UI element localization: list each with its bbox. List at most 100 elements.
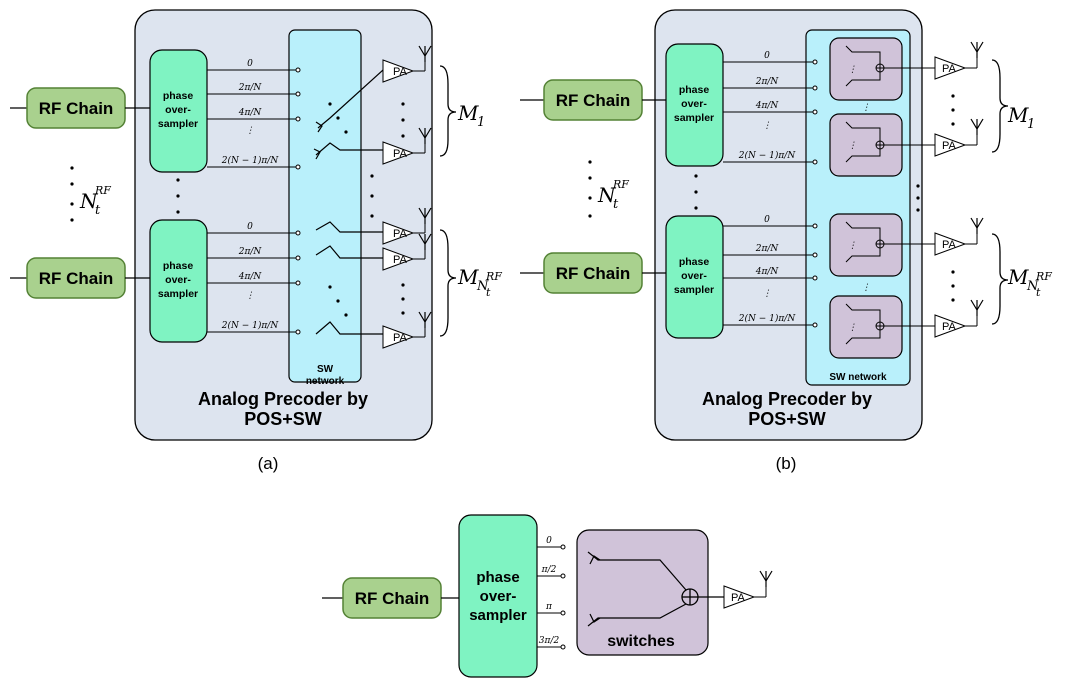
title-line-1: Analog Precoder by	[198, 389, 368, 409]
caption-a: (a)	[258, 454, 279, 473]
pa-label: PA	[393, 254, 408, 266]
pa-label: PA	[942, 140, 957, 152]
pos-label-2: over-	[165, 104, 191, 116]
nt-sub: t	[95, 203, 101, 218]
pa-label: PA	[393, 148, 408, 160]
sw-network-box-a	[288, 29, 362, 383]
sw-network-label-a-1: SW	[317, 364, 334, 375]
phase-last: 2(N − 1)π/N	[738, 150, 797, 161]
phase-4pi-n: 4π/N	[755, 101, 780, 111]
pa-label: PA	[942, 63, 957, 75]
phase-lines-bottom: 0 π/2 π 3π/2	[537, 536, 566, 650]
nt-rf-label-a: N t RF	[79, 184, 111, 218]
pos-label-2: over-	[165, 274, 191, 286]
phase-oversampler-a-bottom	[149, 219, 208, 343]
mn-base: M	[457, 265, 479, 289]
phase-last: 2(N − 1)π/N	[221, 320, 280, 331]
phase-lines-a-bottom: 0 2π/N 4π/N ⋮ 2(N − 1)π/N	[207, 222, 301, 335]
panel-b: SW network RF Chain RF Chain N t RF phas…	[520, 9, 1052, 473]
phase-last: 2(N − 1)π/N	[221, 155, 280, 166]
rf-chain-label: RF Chain	[39, 269, 114, 288]
svg-text:⋮: ⋮	[763, 289, 772, 299]
pos-label-2: over-	[480, 588, 517, 605]
title-line-1: Analog Precoder by	[702, 389, 872, 409]
phase-4pi-n: 4π/N	[755, 267, 780, 277]
phase-2pi-n: 2π/N	[238, 247, 263, 257]
mn-sup: RF	[1035, 270, 1052, 283]
phase-lines-b-bottom: 0 2π/N 4π/N ⋮ 2(N − 1)π/N	[723, 215, 818, 328]
switch-pa-a-bottom: PA PA PA	[315, 207, 432, 349]
phase-lines-a-top: 0 2π/N 4π/N ⋮ 2(N − 1)π/N	[207, 59, 301, 170]
phase-0: 0	[247, 59, 253, 69]
phase-0: 0	[546, 536, 552, 546]
nt-base: N	[79, 189, 99, 213]
pa-label: PA	[731, 592, 746, 604]
pos-label-2: over-	[681, 98, 707, 110]
phase-oversampler-a-top	[149, 49, 208, 173]
sw-network-label-a-2: network	[306, 376, 345, 387]
pos-label-3: sampler	[674, 112, 714, 124]
mn-sub: N	[476, 279, 489, 294]
switch-box-b-1: ⋮	[829, 37, 935, 101]
mn-label-b: M N t RF	[1007, 265, 1052, 299]
svg-text:⋮: ⋮	[848, 141, 857, 151]
svg-text:⋮: ⋮	[848, 241, 857, 251]
switch-box-b-2: ⋮	[829, 113, 935, 177]
svg-text:⋮: ⋮	[862, 103, 871, 113]
pa-label: PA	[393, 228, 408, 240]
title-line-2: POS+SW	[244, 409, 322, 429]
pos-label-1: phase	[163, 260, 194, 272]
svg-text:⋮: ⋮	[862, 283, 871, 293]
phase-0: 0	[764, 51, 770, 61]
pa-label: PA	[393, 332, 408, 344]
phase-0: 0	[764, 215, 770, 225]
rf-chain-label: RF Chain	[355, 589, 430, 608]
rf-chain-label: RF Chain	[556, 91, 631, 110]
mn-sup: RF	[485, 270, 502, 283]
phase-4pi-n: 4π/N	[238, 272, 263, 282]
m1-base: M	[457, 101, 479, 125]
pos-label-1: phase	[679, 84, 710, 96]
nt-base: N	[597, 183, 617, 207]
nt-rf-label-b: N t RF	[597, 178, 629, 212]
switch-box-b-4: ⋮	[829, 295, 935, 359]
mn-sub: N	[1026, 279, 1039, 294]
title-line-2: POS+SW	[748, 409, 826, 429]
nt-sup: RF	[612, 178, 629, 191]
pos-label-3: sampler	[674, 284, 714, 296]
phase-pi-2: π/2	[541, 565, 557, 575]
panel-bottom: RF Chain phase over- sampler 0 π/2 π 3π/…	[322, 514, 773, 678]
caption-b: (b)	[776, 454, 797, 473]
rf-chain-label: RF Chain	[39, 99, 114, 118]
pos-label-3: sampler	[158, 288, 198, 300]
phase-4pi-n: 4π/N	[238, 108, 263, 118]
phase-pi: π	[545, 602, 553, 612]
m1-base: M	[1007, 103, 1029, 127]
phase-lines-b-top: 0 2π/N 4π/N ⋮ 2(N − 1)π/N	[723, 51, 818, 165]
pos-label-3: sampler	[469, 607, 527, 624]
pa-label: PA	[942, 239, 957, 251]
pos-label-1: phase	[679, 256, 710, 268]
phase-0: 0	[247, 222, 253, 232]
mn-label-a: M N t RF	[457, 265, 502, 299]
mn-subsub: t	[486, 286, 491, 299]
phase-oversampler-b-bottom	[665, 215, 724, 339]
m1-label-a: M 1	[457, 101, 485, 130]
phase-oversampler-b-top	[665, 43, 724, 167]
nt-sub: t	[613, 197, 619, 212]
pa-bottom	[723, 585, 756, 609]
nt-sup: RF	[94, 184, 111, 197]
switches-label: switches	[607, 633, 675, 650]
switch-pa-a-top: PA PA	[313, 45, 432, 165]
svg-text:⋮: ⋮	[246, 126, 255, 136]
pa-label: PA	[942, 321, 957, 333]
pa-b: PA PA PA PA	[934, 41, 984, 338]
phase-oversampler-bottom	[458, 514, 538, 678]
pa-label: PA	[393, 66, 408, 78]
sw-network-label-b: SW network	[829, 372, 887, 383]
mn-base: M	[1007, 265, 1029, 289]
svg-text:⋮: ⋮	[848, 323, 857, 333]
m1-label-b: M 1	[1007, 103, 1035, 132]
pos-label-1: phase	[476, 569, 519, 586]
